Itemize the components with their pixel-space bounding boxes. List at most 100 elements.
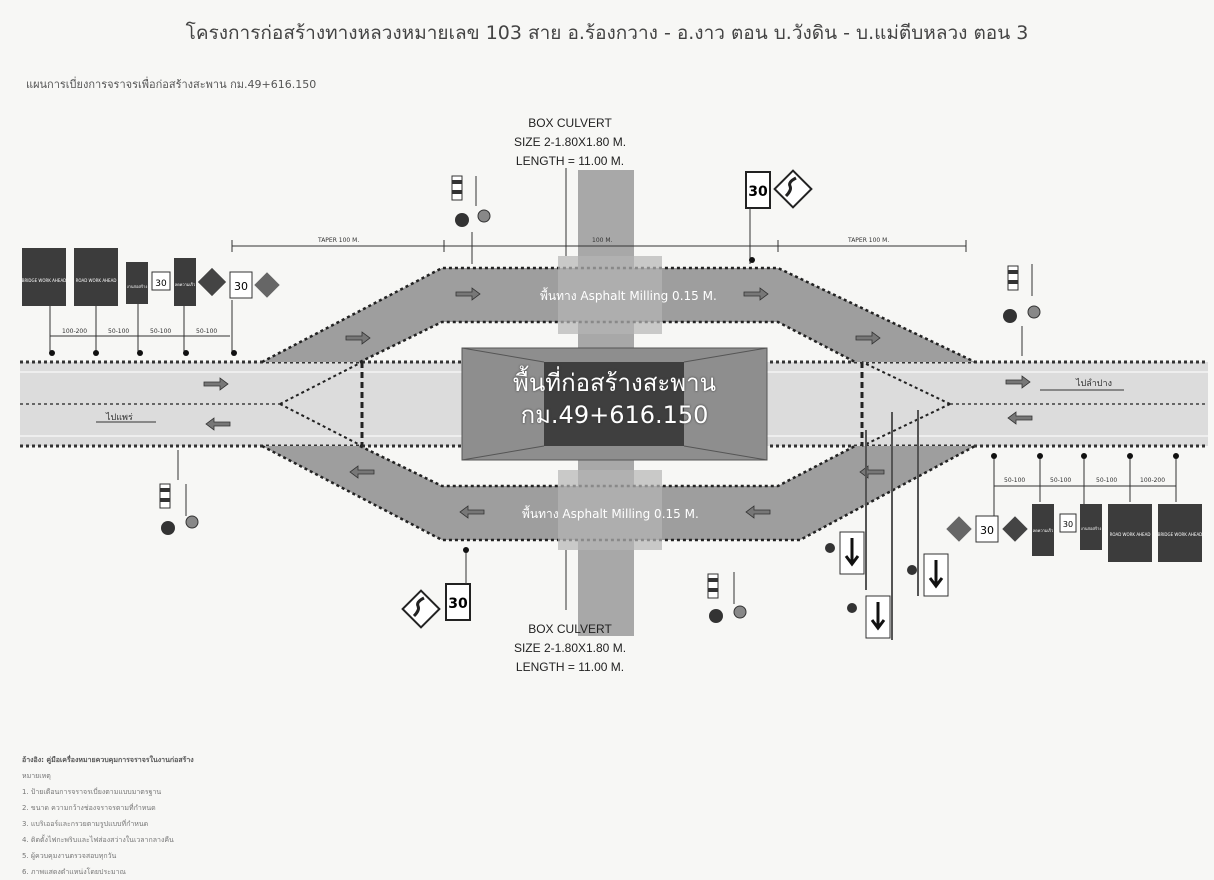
detour-top-label: พื้นทาง Asphalt Milling 0.15 M. <box>540 287 717 303</box>
arrow-left-icon <box>745 505 771 519</box>
channelizer-signs <box>825 410 949 640</box>
taper-right-label: TAPER 100 M. <box>847 237 889 244</box>
svg-text:งานก่อสร้าง: งานก่อสร้าง <box>127 284 148 289</box>
sign-speed-limit <box>975 515 999 543</box>
svg-text:50-100: 50-100 <box>196 328 217 335</box>
flagger-stations <box>159 175 1041 623</box>
sign-road-work-ahead <box>74 248 118 306</box>
median-taper <box>279 361 951 447</box>
plan-subtitle: แผนการเบี่ยงการจราจรเพื่อก่อสร้างสะพาน ก… <box>26 78 317 91</box>
sign-bridge-work-ahead <box>1158 504 1202 562</box>
center-length-label: 100 M. <box>592 237 613 244</box>
svg-text:ROAD WORK AHEAD: ROAD WORK AHEAD <box>1110 532 1151 537</box>
project-title: โครงการก่อสร้างทางหลวงหมายเลข 103 สาย อ.… <box>185 22 1029 44</box>
sign-speed-limit <box>745 171 771 209</box>
sign-curve-diamond <box>946 516 972 542</box>
sign-speed-small <box>151 271 171 291</box>
svg-text:30: 30 <box>748 184 768 200</box>
right-sign-cluster: 50-100 50-100 50-100 100-200 30 ลดความเร… <box>946 453 1202 562</box>
svg-text:50-100: 50-100 <box>108 328 129 335</box>
detour-bottom-label: พื้นทาง Asphalt Milling 0.15 M. <box>522 505 699 521</box>
svg-text:30: 30 <box>448 596 468 612</box>
svg-text:50-100: 50-100 <box>150 328 171 335</box>
box-culvert-bottom-label: BOX CULVERT SIZE 2-1.80X1.80 M. LENGTH =… <box>513 622 627 674</box>
taper-left-label: TAPER 100 M. <box>317 237 359 244</box>
arrow-left-icon <box>459 505 485 519</box>
arrow-down-icon <box>870 602 886 631</box>
bridge-construction-area <box>461 347 768 461</box>
barricade-icon <box>707 572 735 604</box>
arrow-right-icon <box>345 331 371 345</box>
dimension-lines <box>231 168 967 610</box>
sign-speed-small <box>1059 513 1077 533</box>
detour-bottom <box>261 444 976 550</box>
barricade-icon <box>1007 264 1033 296</box>
flagger-icon <box>455 213 469 227</box>
arrow-right-icon <box>203 377 229 391</box>
light-icon <box>733 605 747 619</box>
arrow-left-icon <box>349 465 375 479</box>
sign-warning-diamond <box>197 267 227 297</box>
svg-text:ROAD WORK AHEAD: ROAD WORK AHEAD <box>76 278 117 283</box>
direction-to-lampang: ไปลำปาง <box>1075 378 1112 389</box>
arrow-left-icon <box>205 417 231 431</box>
sign-slow-down <box>1032 504 1054 556</box>
svg-text:งานก่อสร้าง: งานก่อสร้าง <box>1081 526 1102 531</box>
traffic-arrows <box>203 287 1033 519</box>
arrow-left-icon <box>1007 411 1033 425</box>
flagger-icon <box>1003 309 1017 323</box>
notes-block: อ้างอิง: คู่มือเครื่องหมายควบคุมการจราจร… <box>22 756 194 876</box>
curve-icon <box>412 596 425 618</box>
flagger-icon <box>709 609 723 623</box>
sign-warning-diamond <box>1002 516 1028 542</box>
sign-road-work-ahead <box>1108 504 1152 562</box>
svg-text:50-100: 50-100 <box>1004 477 1025 484</box>
box-culvert-top-label: BOX CULVERT SIZE 2-1.80X1.80 M. LENGTH =… <box>513 116 627 168</box>
detour-top <box>261 256 976 364</box>
svg-text:50-100: 50-100 <box>1096 477 1117 484</box>
svg-text:ลดความเร็ว: ลดความเร็ว <box>1033 527 1054 533</box>
svg-text:BRIDGE WORK AHEAD: BRIDGE WORK AHEAD <box>1158 532 1203 537</box>
svg-text:ลดความเร็ว: ลดความเร็ว <box>175 281 196 287</box>
svg-text:30: 30 <box>234 280 248 293</box>
flagger-icon <box>161 521 175 535</box>
svg-text:30: 30 <box>980 524 994 537</box>
flagger-icon <box>825 543 835 553</box>
light-icon <box>477 209 491 223</box>
flagger-icon <box>907 565 917 575</box>
svg-text:50-100: 50-100 <box>1050 477 1071 484</box>
barricade-icon <box>159 483 187 516</box>
light-icon <box>1027 305 1041 319</box>
sign-speed-limit <box>445 583 471 621</box>
arrow-right-icon <box>455 287 481 301</box>
direction-to-phrae: ไปแพร่ <box>105 412 133 423</box>
arrow-right-icon <box>855 331 881 345</box>
sign-slow-down <box>174 258 196 306</box>
arrow-down-icon <box>928 560 944 589</box>
arrow-right-icon <box>1005 375 1031 389</box>
main-road <box>20 360 1208 448</box>
sign-construction <box>126 262 148 304</box>
bridge-site-label: พื้นที่ก่อสร้างสะพาน กม.49+616.150 <box>513 369 716 429</box>
curve-icon <box>784 176 797 198</box>
svg-text:100-200: 100-200 <box>1140 477 1165 484</box>
svg-text:30: 30 <box>155 279 167 289</box>
culvert-top-signs: 30 <box>745 169 813 264</box>
culvert-bottom-signs: 30 <box>401 547 471 629</box>
arrow-down-icon <box>844 538 860 567</box>
svg-text:BRIDGE WORK AHEAD: BRIDGE WORK AHEAD <box>22 278 67 283</box>
sign-curve-diamond <box>773 169 813 209</box>
sign-curve-diamond <box>254 272 280 298</box>
sign-bridge-work-ahead <box>22 248 66 306</box>
flagger-icon <box>847 603 857 613</box>
barricade-icon <box>451 175 477 206</box>
svg-text:100-200: 100-200 <box>62 328 87 335</box>
light-icon <box>185 515 199 529</box>
arrow-right-icon <box>743 287 769 301</box>
svg-text:30: 30 <box>1063 520 1073 529</box>
sign-curve-diamond <box>401 589 441 629</box>
left-sign-cluster: BRIDGE WORK AHEAD ROAD WORK AHEAD งานก่อ… <box>22 248 280 356</box>
sign-speed-limit <box>229 271 253 299</box>
sign-construction <box>1080 504 1102 550</box>
